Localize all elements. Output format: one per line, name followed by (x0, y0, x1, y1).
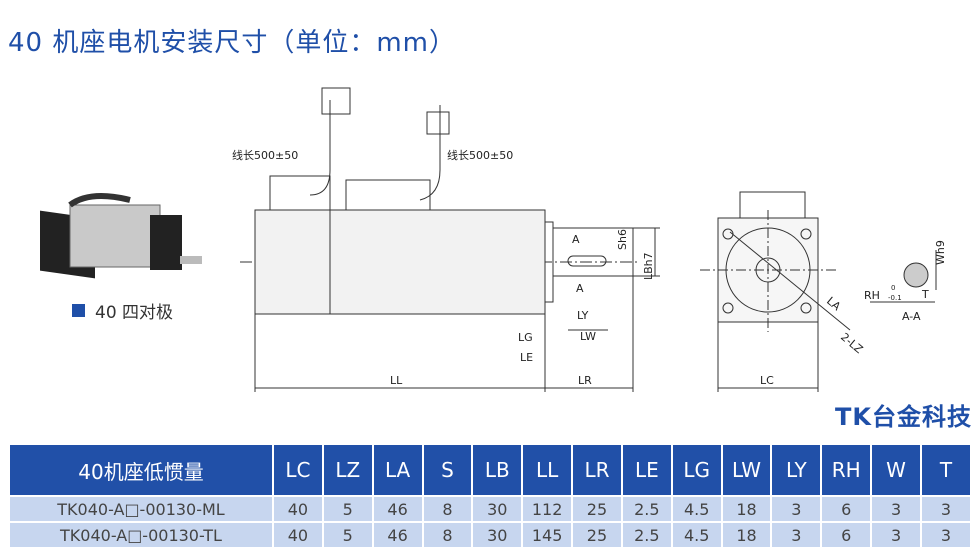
table-cell: 8 (421, 521, 474, 549)
dim-label: T (921, 288, 929, 301)
dim-label: LE (520, 351, 533, 364)
table-cell: 112 (521, 495, 574, 523)
table-cell: 40 (272, 495, 324, 523)
column-header: LE (620, 443, 673, 497)
table-cell: 6 (820, 495, 873, 523)
cable-length-label: 线长500±50 (447, 148, 513, 162)
page-title: 40 机座电机安装尺寸（单位：mm） (8, 28, 457, 58)
cable-length-label: 线长500±50 (232, 148, 298, 162)
table-cell: 2.5 (620, 495, 673, 523)
table-cell: 3 (770, 521, 823, 549)
motor-photo (40, 193, 202, 279)
table-cell: 2.5 (620, 521, 673, 549)
column-header: LY (770, 443, 823, 497)
tolerance: 0 (891, 284, 895, 292)
dim-label: LC (760, 374, 774, 387)
table-cell: 3 (770, 495, 823, 523)
table-cell: 6 (820, 521, 873, 549)
table-cell: 5 (321, 495, 374, 523)
table-cell: 3 (870, 495, 922, 523)
table-cell: 4.5 (670, 521, 723, 549)
dim-label: LBh7 (642, 252, 655, 280)
table-cell: 30 (471, 521, 524, 549)
dim-label: LW (580, 330, 596, 343)
table-cell: 145 (521, 521, 574, 549)
column-header: LC (272, 443, 324, 497)
legend-label: 40 四对极 (95, 303, 174, 323)
dim-label: RH (864, 289, 880, 302)
table-cell: 25 (571, 521, 623, 549)
table-cell: 30 (471, 495, 524, 523)
dimension-drawing: 线长500±50 线长500±50 A A Sh6 LBh7 LY LW LG … (40, 87, 947, 392)
legend-swatch (72, 304, 85, 317)
column-header: LL (521, 443, 574, 497)
dim-label: LL (390, 374, 403, 387)
table-cell: 3 (919, 521, 973, 549)
table-cell: 3 (870, 521, 922, 549)
watermark-logo: TK台金科技 (835, 403, 972, 431)
model-legend: 40 四对极 (72, 298, 173, 323)
column-header: LR (571, 443, 623, 497)
dim-label: 2-LZ (838, 330, 866, 356)
column-header: W (870, 443, 922, 497)
column-header: RH (820, 443, 873, 497)
section-mark: A (572, 233, 580, 246)
section-label: A-A (902, 310, 921, 323)
table-cell: 25 (571, 495, 623, 523)
dim-label: Sh6 (616, 229, 629, 250)
column-header: LA (371, 443, 424, 497)
dim-label: LY (577, 309, 589, 322)
dim-label: LR (578, 374, 592, 387)
table-cell: 18 (720, 495, 773, 523)
table-cell: 5 (321, 521, 374, 549)
table-cell: TK040-A□-00130-TL (8, 521, 274, 549)
table-cell: 46 (371, 495, 424, 523)
dim-label: LG (518, 331, 533, 344)
table-cell: 4.5 (670, 495, 723, 523)
column-header: LB (471, 443, 524, 497)
table-cell: TK040-A□-00130-ML (8, 495, 274, 523)
section-mark: A (576, 282, 584, 295)
drawing-lines (240, 87, 937, 392)
column-header: S (421, 443, 474, 497)
column-header: LG (670, 443, 723, 497)
column-header: 40机座低惯量 (8, 443, 274, 497)
tolerance: -0.1 (888, 294, 902, 302)
table-cell: 40 (272, 521, 324, 549)
dim-label: Wh9 (934, 240, 947, 265)
table-cell: 8 (421, 495, 474, 523)
column-header: LZ (321, 443, 374, 497)
column-header: T (919, 443, 973, 497)
column-header: LW (720, 443, 773, 497)
table-cell: 3 (919, 495, 973, 523)
table-cell: 18 (720, 521, 773, 549)
table-cell: 46 (371, 521, 424, 549)
